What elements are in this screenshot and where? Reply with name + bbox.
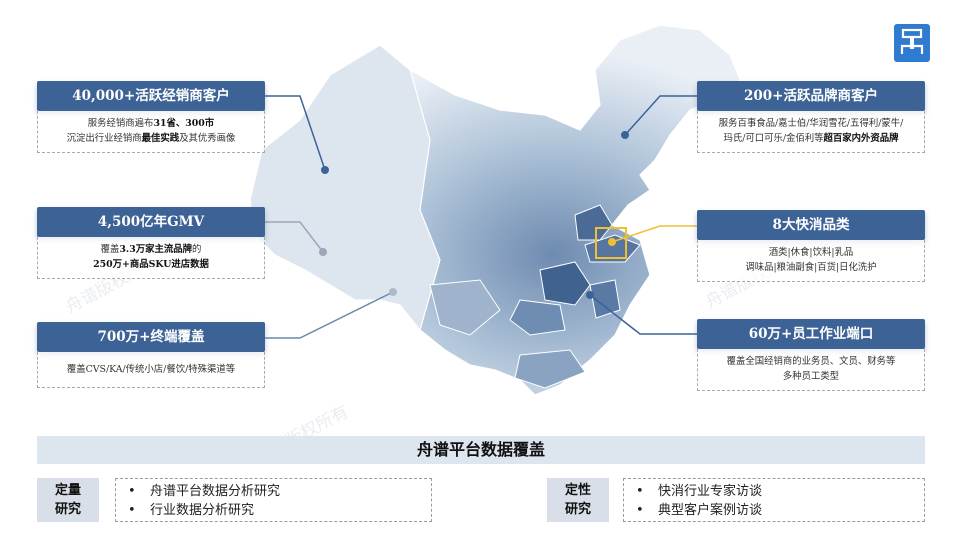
- province-hebei: [574, 204, 613, 241]
- card-fmcg-title: 8大快消品类: [697, 210, 925, 240]
- province-hubei: [509, 299, 566, 336]
- method-qual-list: 快消行业专家访谈 典型客户案例访谈: [623, 478, 925, 522]
- list-item: 快消行业专家访谈: [636, 482, 924, 501]
- card-terminals-body: 覆盖CVS/KA/传统小店/餐饮/特殊渠道等: [37, 352, 265, 388]
- connector-gmv: [265, 221, 324, 253]
- connector-dealers: [265, 95, 326, 171]
- province-anhui: [589, 279, 621, 319]
- list-item: 典型客户案例访谈: [636, 501, 924, 520]
- method-quant-tag: 定量 研究: [37, 478, 99, 522]
- card-gmv-body: 覆盖3.3万家主流品牌的 250万+商品SKU进店数据: [37, 237, 265, 279]
- method-quant: 定量 研究 舟谱平台数据分析研究 行业数据分析研究: [37, 478, 432, 522]
- method-qual: 定性 研究 快消行业专家访谈 典型客户案例访谈: [547, 478, 925, 522]
- card-dealers-body: 服务经销商遍布31省、300市 沉淀出行业经销商最佳实践及其优秀画像: [37, 111, 265, 153]
- list-item: 舟谱平台数据分析研究: [128, 482, 431, 501]
- card-brands: 200+活跃品牌商客户 服务百事食品/嘉士伯/华润雪花/五得利/蒙牛/ 玛氏/可…: [697, 81, 925, 153]
- card-staff: 60万+员工作业端口 覆盖全国经销商的业务员、文员、财务等 多种员工类型: [697, 319, 925, 391]
- connector-staff: [589, 294, 697, 335]
- card-fmcg: 8大快消品类 酒类|休食|饮料|乳品 调味品|粮油副食|百货|日化洗护: [697, 210, 925, 282]
- card-staff-body: 覆盖全国经销商的业务员、文员、财务等 多种员工类型: [697, 349, 925, 391]
- connector-terminals: [265, 291, 394, 339]
- coverage-banner: 舟谱平台数据覆盖: [37, 436, 925, 464]
- card-fmcg-body: 酒类|休食|饮料|乳品 调味品|粮油副食|百货|日化洗护: [697, 240, 925, 282]
- china-map: [249, 24, 741, 396]
- card-terminals-title: 700万+终端覆盖: [37, 322, 265, 352]
- province-sichuan: [429, 279, 501, 336]
- highlight-region: [595, 227, 627, 259]
- method-quant-list: 舟谱平台数据分析研究 行业数据分析研究: [115, 478, 432, 522]
- card-dealers-title: 40,000+活跃经销商客户: [37, 81, 265, 111]
- west-region: [249, 44, 441, 332]
- card-gmv-title: 4,500亿年GMV: [37, 207, 265, 237]
- method-qual-tag: 定性 研究: [547, 478, 609, 522]
- province-guangdong: [514, 349, 586, 389]
- card-gmv: 4,500亿年GMV 覆盖3.3万家主流品牌的 250万+商品SKU进店数据: [37, 207, 265, 279]
- card-brands-title: 200+活跃品牌商客户: [697, 81, 925, 111]
- province-henan: [539, 261, 591, 306]
- card-dealers: 40,000+活跃经销商客户 服务经销商遍布31省、300市 沉淀出行业经销商最…: [37, 81, 265, 153]
- card-brands-body: 服务百事食品/嘉士伯/华润雪花/五得利/蒙牛/ 玛氏/可口可乐/金佰利等超百家内…: [697, 111, 925, 153]
- zhoupu-logo-icon: [894, 24, 930, 62]
- connector-brands: [624, 95, 697, 136]
- card-staff-title: 60万+员工作业端口: [697, 319, 925, 349]
- card-terminals: 700万+终端覆盖 覆盖CVS/KA/传统小店/餐饮/特殊渠道等: [37, 322, 265, 388]
- connector-fmcg: [611, 225, 697, 243]
- list-item: 行业数据分析研究: [128, 501, 431, 520]
